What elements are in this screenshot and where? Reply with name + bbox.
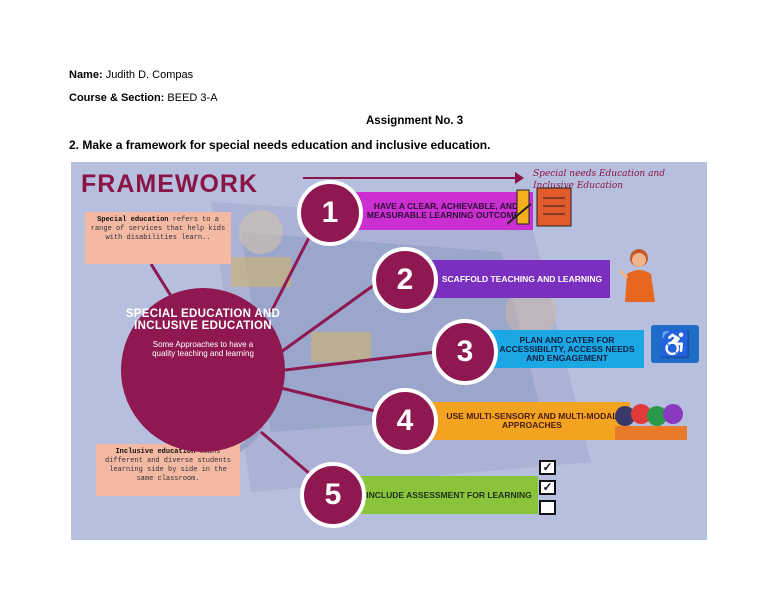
- inclusive-education-term: Inclusive education: [115, 448, 196, 456]
- checklist-icon: ✓ ✓: [539, 460, 556, 520]
- name-line: Name: Judith D. Compas: [69, 69, 193, 81]
- step-3-banner: PLAN AND CATER FOR ACCESSIBILITY, ACCESS…: [484, 330, 644, 368]
- name-label: Name:: [69, 69, 103, 81]
- empty-box-icon: [539, 500, 556, 515]
- name-value: Judith D. Compas: [105, 69, 194, 81]
- framework-title: FRAMEWORK: [81, 170, 259, 198]
- course-label: Course & Section:: [69, 92, 165, 104]
- center-subtitle: Some Approaches to have a quality teachi…: [152, 340, 254, 358]
- step-1-banner: HAVE A CLEAR, ACHIEVABLE, AND MEASURABLE…: [349, 192, 533, 230]
- step-3-number: 3: [432, 319, 498, 385]
- framework-infographic: FRAMEWORK Special needs Education and In…: [71, 162, 707, 540]
- step-2-banner: SCAFFOLD TEACHING AND LEARNING: [424, 260, 610, 298]
- course-line: Course & Section: BEED 3-A: [69, 92, 218, 104]
- course-value: BEED 3-A: [167, 92, 218, 104]
- clipboard-icon: [507, 187, 572, 227]
- step-4-banner: USE MULTI-SENSORY AND MULTI-MODAL APPROA…: [424, 402, 630, 440]
- title-arrow-line: [303, 177, 518, 179]
- center-title: SPECIAL EDUCATION AND INCLUSIVE EDUCATIO…: [125, 308, 281, 332]
- wheelchair-icon: ♿: [651, 325, 699, 363]
- center-circle: SPECIAL EDUCATION AND INCLUSIVE EDUCATIO…: [121, 288, 285, 452]
- teacher-icon: [619, 249, 655, 302]
- step-4-number: 4: [372, 388, 438, 454]
- framework-subtitle: Special needs Education and Inclusive Ed…: [533, 169, 665, 191]
- diverse-faces-icon: [615, 404, 687, 440]
- step-2-number: 2: [372, 247, 438, 313]
- inclusive-education-definition: means different and diverse students lea…: [104, 448, 232, 483]
- step-5-number: 5: [300, 462, 366, 528]
- step-5-banner: INCLUDE ASSESSMENT FOR LEARNING: [352, 476, 538, 514]
- inclusive-education-note: Inclusive education means different and …: [96, 444, 240, 496]
- special-education-note: Special education refers to a range of s…: [85, 212, 231, 264]
- step-1-number: 1: [297, 180, 363, 246]
- arrow-right-icon: [515, 172, 524, 184]
- question-text: 2. Make a framework for special needs ed…: [69, 138, 491, 152]
- assignment-title: Assignment No. 3: [366, 115, 464, 127]
- checked-box-icon: ✓: [539, 460, 556, 475]
- special-education-definition: refers to a range of services that help …: [90, 216, 226, 242]
- special-education-term: Special education: [97, 216, 169, 224]
- checked-box-icon: ✓: [539, 480, 556, 495]
